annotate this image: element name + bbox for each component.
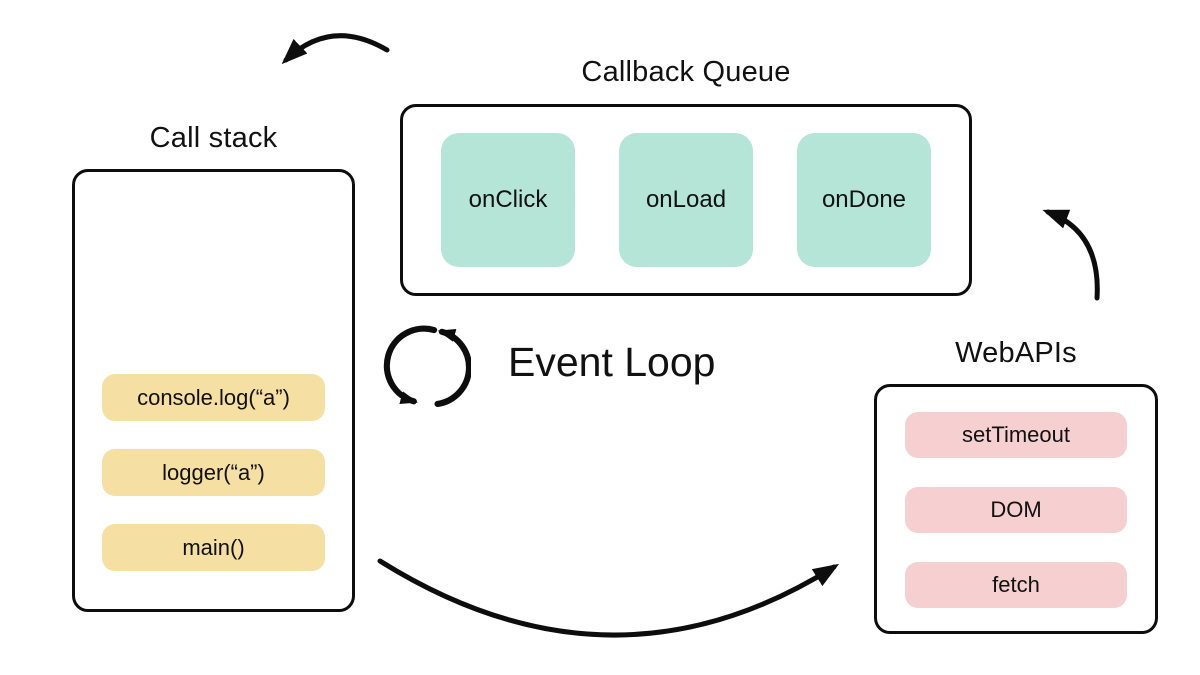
webapi-item: DOM [905,487,1127,533]
arrow-webapis-to-callback-queue [1042,209,1100,301]
queue-item: onDone [797,133,931,267]
callback-queue-box: onClick onLoad onDone [400,104,972,296]
webapi-item: setTimeout [905,412,1127,458]
call-stack-title: Call stack [149,122,278,154]
queue-item: onLoad [619,133,753,267]
callback-queue-title: Callback Queue [581,56,791,88]
callback-queue-items: onClick onLoad onDone [406,110,966,290]
webapis-box: setTimeout DOM fetch [874,384,1158,634]
cycle-arrows-icon [383,325,471,408]
webapis-title: WebAPIs [955,337,1077,369]
arrow-callback-queue-to-call-stack [281,33,390,65]
arrow-call-stack-to-webapis [377,558,840,638]
call-stack-box: console.log(“a”) logger(“a”) main() [72,169,355,612]
webapi-item: fetch [905,562,1127,608]
stack-item: console.log(“a”) [102,374,325,421]
stack-item: logger(“a”) [102,449,325,496]
stack-item: main() [102,524,325,571]
queue-item: onClick [441,133,575,267]
event-loop-label: Event Loop [508,339,716,385]
